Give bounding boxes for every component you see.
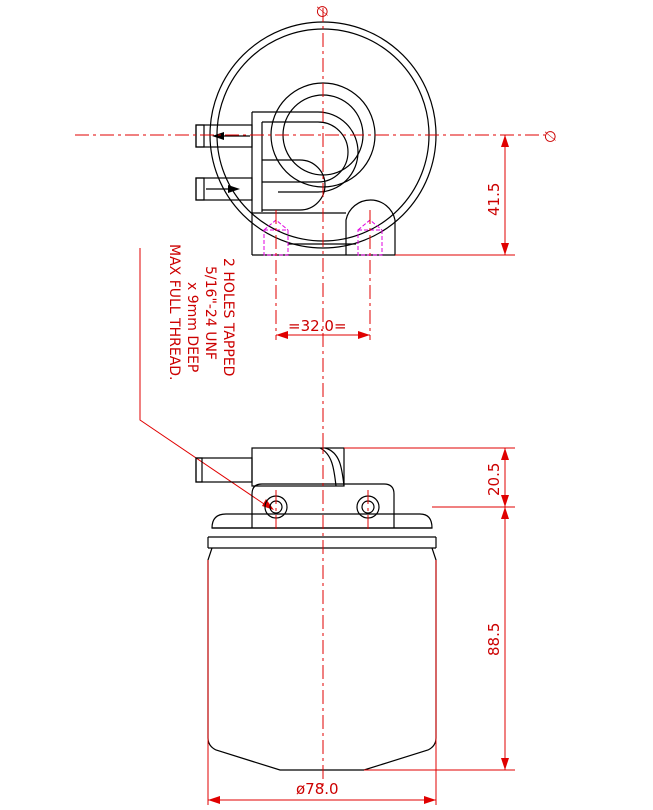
note-line-4: MAX FULL THREAD. — [166, 244, 182, 381]
dimension-head-height: 20.5 — [344, 447, 515, 508]
outlet-loop — [262, 159, 326, 211]
side-head-curve-inner — [319, 447, 337, 487]
tapped-holes-note: 2 HOLES TAPPED 5/16"-24 UNF x 9mm DEEP M… — [166, 244, 236, 381]
dim-label-32-0: =32.0= — [288, 317, 347, 335]
note-line-1: 2 HOLES TAPPED — [220, 258, 236, 376]
dim-label-20-5: 20.5 — [485, 463, 503, 496]
dim-arrow-icon — [501, 243, 509, 255]
dim-label-88-5: 88.5 — [485, 623, 503, 656]
head-block-inner — [262, 121, 349, 183]
dimension-body-height: 88.5 — [364, 507, 515, 771]
side-outlet-pipe — [195, 457, 253, 483]
dim-arrow-icon — [501, 495, 509, 507]
outlet-arrow-head-icon — [228, 185, 240, 193]
side-top-cap — [211, 513, 433, 529]
dimension-hole-spacing: =32.0= — [276, 317, 370, 339]
side-view — [195, 440, 437, 790]
mounting-bracket — [252, 199, 396, 256]
right-section-marker: ∅ — [541, 130, 559, 143]
side-outlet-pipe-end — [195, 457, 203, 483]
dimension-diameter: ø78.0 — [207, 560, 437, 805]
side-canister-body — [207, 547, 437, 771]
note-line-2: 5/16"-24 UNF — [202, 266, 218, 360]
note-line-3: x 9mm DEEP — [184, 282, 200, 372]
head-block-outline — [252, 111, 359, 193]
leader-arrow-icon — [262, 499, 274, 510]
top-section-marker: ∅ — [313, 5, 331, 18]
side-head-curve — [324, 447, 345, 487]
dim-arrow-icon — [501, 135, 509, 147]
dimension-top-height: 41.5 — [395, 135, 515, 256]
dim-arrow-icon — [424, 796, 436, 804]
dim-arrow-icon — [501, 758, 509, 770]
dim-arrow-icon — [208, 796, 220, 804]
dim-arrow-icon — [501, 448, 509, 460]
top-view: ∅ ∅ — [75, 5, 559, 440]
dim-arrow-icon — [276, 331, 288, 339]
dim-label-41-5: 41.5 — [485, 183, 503, 216]
dim-arrow-icon — [501, 507, 509, 519]
dim-label-diameter: ø78.0 — [296, 780, 339, 798]
note-leader-line — [139, 248, 271, 509]
inlet-pipe-end — [195, 124, 205, 148]
outlet-pipe-end — [195, 177, 205, 201]
side-head-block — [251, 447, 345, 487]
dim-arrow-icon — [358, 331, 370, 339]
inlet-arrow-head-icon — [212, 132, 224, 140]
